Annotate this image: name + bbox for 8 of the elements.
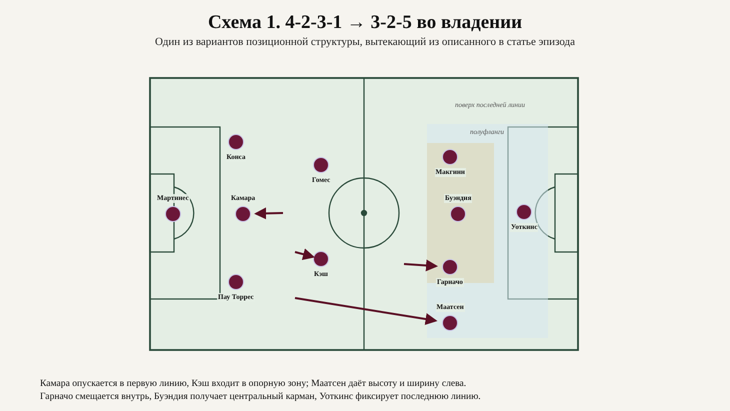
movement-arrow	[294, 297, 438, 325]
zone-panel	[427, 124, 548, 338]
subtitle: Один из вариантов позиционной структуры, вытекающий из описанного в статье эпизода	[154, 36, 576, 48]
movement-arrow	[294, 248, 315, 260]
movement-arrow	[254, 207, 284, 220]
movement-arrow	[404, 259, 438, 272]
diagram-title: Схема 1. 4-2-3-1 → 3-2-5 во владении	[206, 12, 524, 34]
caption-text: Камара опускается в первую линию, Кэш входит в опорную зону; Маатсен даёт высоту и ширину слева. Гарначо смещается внутрь, Буэндия получает центральный карман, Уоткинс фиксирует последнюю линию.	[40, 377, 482, 403]
